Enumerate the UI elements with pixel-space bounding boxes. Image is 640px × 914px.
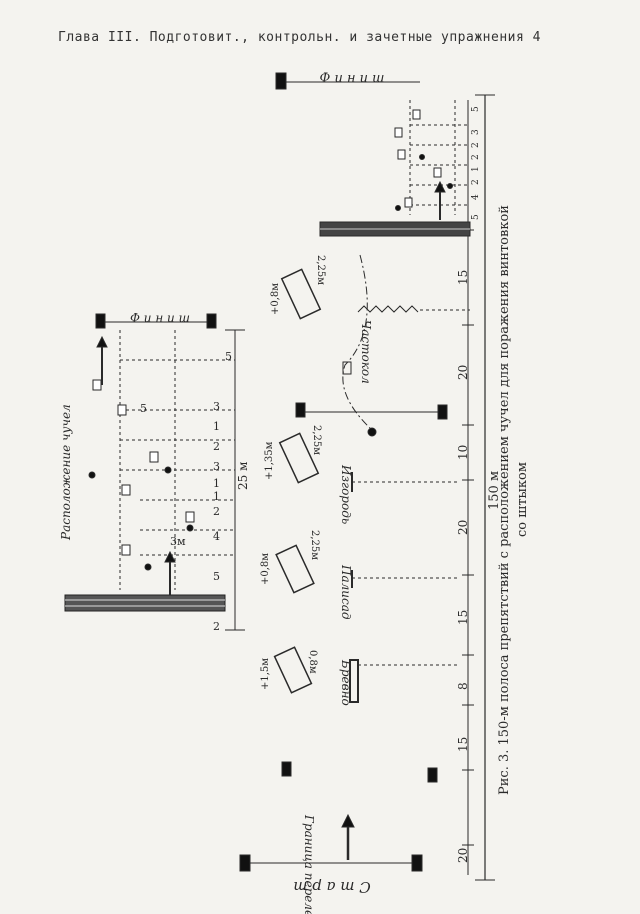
- caption-line-1: Рис. 3. 150-м полоса препятствий с распо…: [497, 205, 512, 795]
- inset-segments: 2 5 4 2 1 1 3 2 1 3 5 5 3м: [140, 350, 232, 633]
- fseg: 4: [471, 194, 481, 200]
- inset-seg: 3: [213, 460, 220, 473]
- seg: 20: [456, 365, 470, 380]
- height-label: +0,8м: [260, 553, 271, 585]
- seg: 15: [456, 737, 470, 752]
- fseg: 2: [471, 154, 481, 160]
- fseg: 2: [471, 142, 481, 148]
- inset-seg: 2: [213, 440, 220, 453]
- figure-caption: Рис. 3. 150-м полоса препятствий с распо…: [496, 100, 556, 900]
- inset-seg: 5: [140, 402, 147, 415]
- fseg: 5: [471, 214, 481, 220]
- height-label: +1,35м: [264, 441, 275, 480]
- inset-finish-label: Ф и н и ш: [130, 311, 190, 325]
- fseg: 3: [471, 129, 481, 135]
- span-label: 2,25м: [311, 425, 322, 455]
- inset-diagram: [64, 313, 245, 631]
- course-finish-label: Ф и н и ш: [320, 71, 385, 86]
- course-diagram: [239, 72, 495, 881]
- fence-label: Палисад: [339, 564, 353, 620]
- seg: 8: [456, 682, 470, 690]
- hedge-label: Изгородь: [339, 464, 353, 524]
- boundary-label: Граница перелезания: [302, 814, 316, 914]
- finish-segments: 5 4 2 1 2 2 3 5: [471, 106, 481, 220]
- inset-seg: 3: [213, 400, 220, 413]
- span-label: 2,25м: [315, 255, 326, 285]
- inset-length: 25 м: [236, 462, 250, 490]
- height-labels: +1,5м +0,8м +1,35м +0,8м 0,8м 2,25м 2,25…: [260, 255, 326, 690]
- fseg: 1: [471, 166, 481, 172]
- course-segments: 20 15 8 15 20 10 20 15: [456, 270, 470, 863]
- inset-seg: 4: [213, 530, 220, 543]
- seg: 15: [456, 270, 470, 285]
- inset-dist: 3м: [170, 535, 186, 548]
- total-length: 150 м: [487, 471, 502, 510]
- fseg: 5: [471, 106, 481, 112]
- start-label: С т а р т: [293, 878, 371, 896]
- palisade-wall-label: Частокол: [359, 320, 373, 384]
- inset-seg: 1: [213, 490, 220, 503]
- inset-seg: 2: [213, 620, 220, 633]
- running-header: Глава III. Подготовит., контрольн. и зач…: [58, 30, 541, 45]
- inset-seg: 5: [225, 350, 232, 363]
- inset-title: Расположение чучел: [59, 404, 73, 541]
- height-label: +1,5м: [260, 658, 271, 690]
- inset-wall: [64, 594, 226, 612]
- height-label: +0,8м: [270, 283, 281, 315]
- inset-seg: 1: [213, 477, 220, 490]
- span-label: 2,25м: [309, 530, 320, 560]
- seg: 10: [456, 445, 470, 460]
- seg: 15: [456, 610, 470, 625]
- log-label: Бревно: [339, 659, 353, 706]
- obstacle-labels: Граница перелезания Бревно Палисад Изгор…: [302, 320, 373, 914]
- inset-seg: 1: [213, 420, 220, 433]
- inset-seg: 2: [213, 505, 220, 518]
- inset-seg: 5: [213, 570, 220, 583]
- span-label: 0,8м: [307, 650, 318, 674]
- fseg: 2: [471, 179, 481, 185]
- seg: 20: [456, 520, 470, 535]
- caption-line-2: со штыком: [515, 462, 530, 538]
- seg: 20: [456, 848, 470, 863]
